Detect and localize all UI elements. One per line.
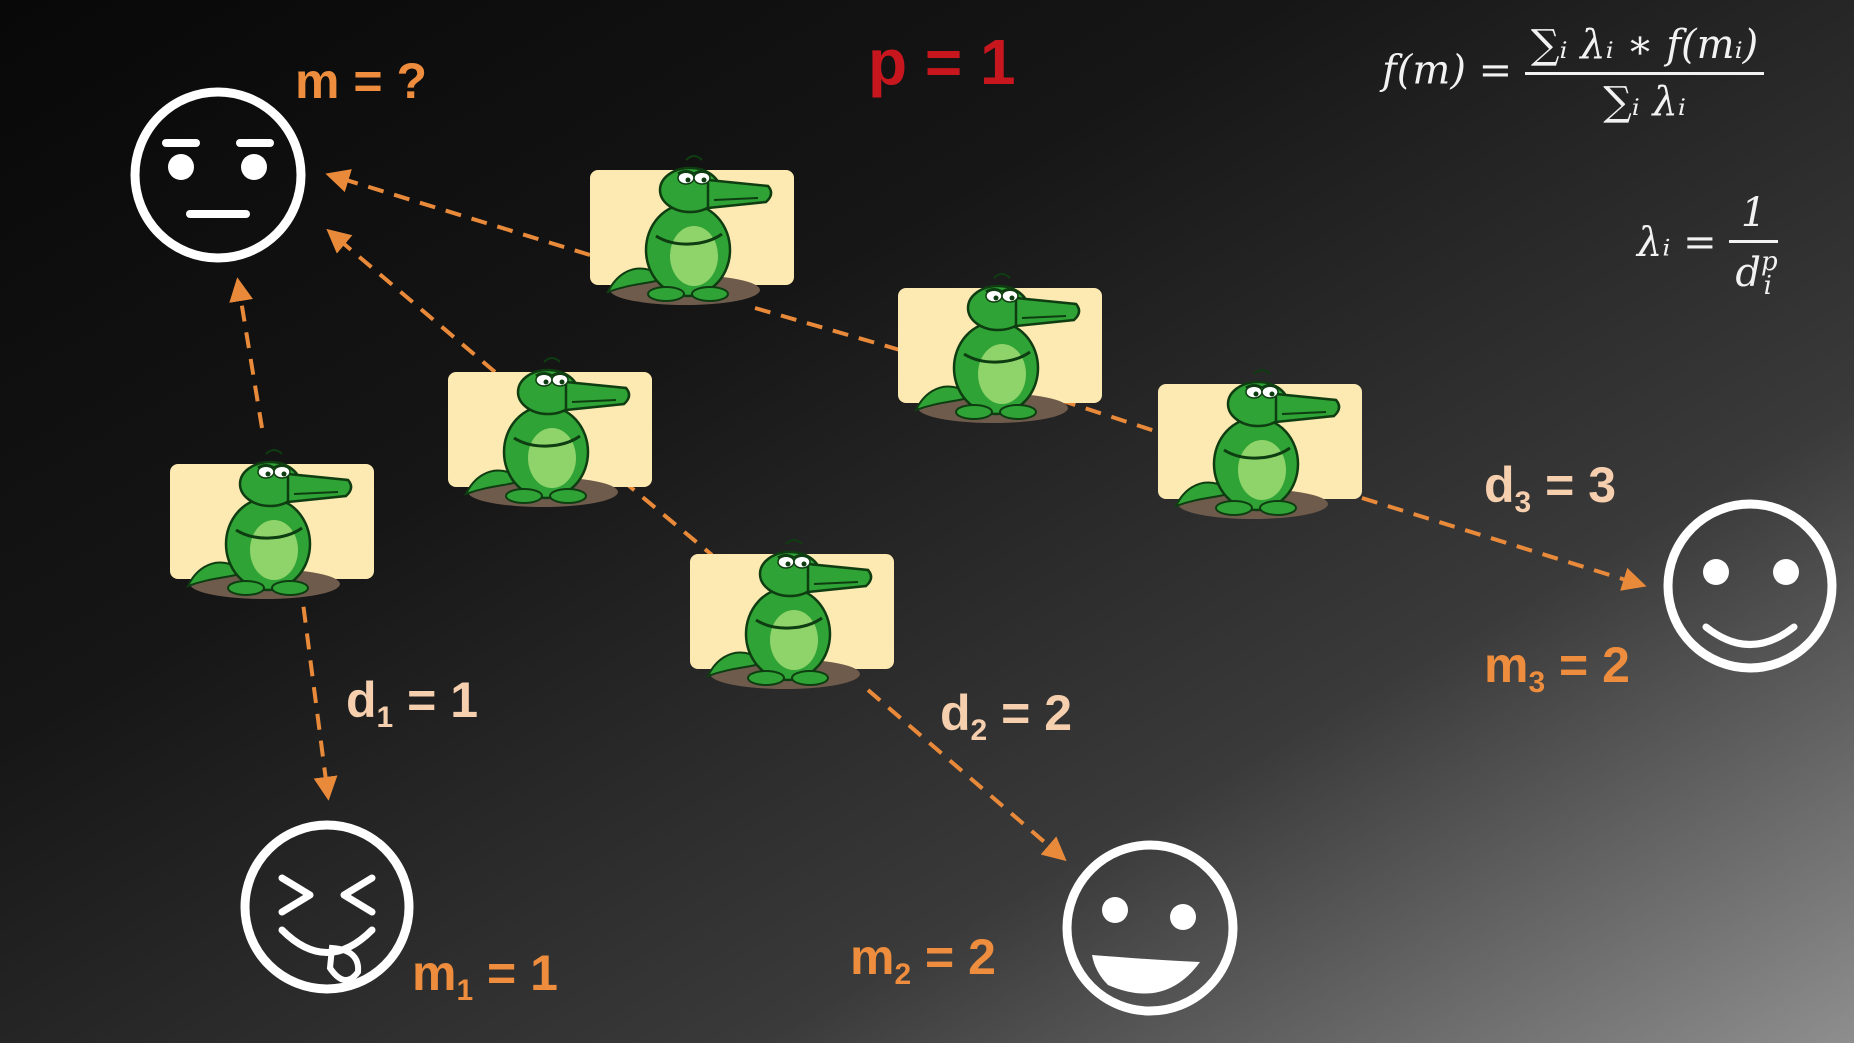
arrow-croc6-to-face3 (1361, 496, 1647, 591)
formula-numerator: ∑ᵢ λᵢ ∗ f(mᵢ) (1530, 22, 1759, 68)
value-3-label: m3 = 2 (1484, 637, 1630, 699)
value-1-label: m1 = 1 (412, 945, 558, 1007)
distance-3-label: d3 = 3 (1484, 457, 1617, 519)
crocodile-icon (896, 272, 1104, 425)
crocodile-icon (168, 448, 376, 601)
arrow-croc4-to-croc6 (1059, 398, 1159, 434)
formula-lhs: f(m) = (1382, 47, 1513, 94)
crocodile-icon (688, 538, 896, 691)
power-parameter-label: p = 1 (868, 26, 1016, 98)
arrow-croc3-to-croc4 (754, 306, 901, 352)
arrow-croc2-to-query (326, 228, 497, 374)
arrows (229, 169, 1647, 862)
tongue-out-face-icon (240, 820, 414, 994)
weight-formula-denominator: dpi (1729, 240, 1778, 301)
arrow-croc1-to-query (229, 277, 264, 429)
distance-2-label: d2 = 2 (940, 685, 1073, 747)
crocodile-icon (588, 154, 796, 307)
weight-formula: λᵢ = 1 dpi (1637, 190, 1778, 301)
query-value-label: m = ? (295, 53, 427, 109)
weighted-average-formula: f(m) = ∑ᵢ λᵢ ∗ f(mᵢ) ∑ᵢ λᵢ (1382, 22, 1765, 125)
arrow-croc2-to-croc5 (620, 478, 714, 557)
neutral-face-icon (130, 87, 306, 263)
weight-formula-lhs: λᵢ = (1637, 219, 1717, 266)
grinning-face-icon (1062, 840, 1238, 1016)
weight-formula-numerator: 1 (1740, 190, 1767, 236)
distance-1-label: d1 = 1 (346, 672, 479, 734)
crocodile-icon (1156, 368, 1364, 521)
arrow-croc5-to-face2 (866, 688, 1067, 862)
formula-denominator: ∑ᵢ λᵢ (1524, 72, 1765, 125)
value-2-label: m2 = 2 (850, 929, 996, 991)
arrow-croc1-to-face1 (298, 579, 338, 801)
smiling-face-icon (1663, 499, 1837, 673)
crocodile-icon (446, 356, 654, 509)
arrow-croc3-to-query (325, 169, 591, 257)
